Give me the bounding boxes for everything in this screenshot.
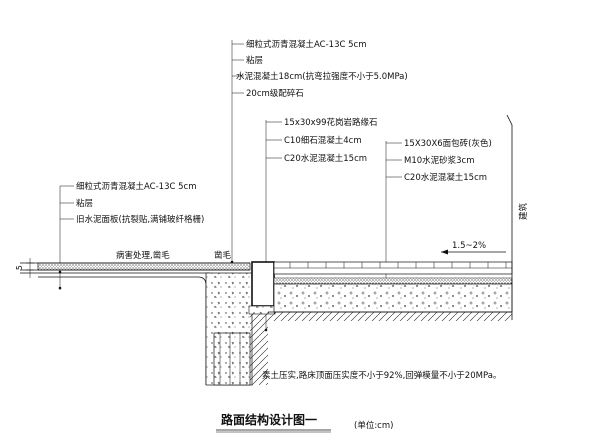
labels-walk: 15X30X6面包砖(灰色) M10水泥砂浆3cm C20水泥混凝土15cm bbox=[404, 138, 492, 183]
label-top-4: 20cm级配碎石 bbox=[246, 88, 304, 99]
labels-left: 细粒式沥青混凝土AC-13C 5cm 粘层 旧水泥面板(抗裂贴,满铺玻纤格栅) bbox=[76, 181, 204, 225]
label-walk-2: M10水泥砂浆3cm bbox=[404, 155, 475, 166]
label-top-1: 细粒式沥青混凝土AC-13C 5cm bbox=[246, 39, 366, 50]
dimension-5cm bbox=[26, 258, 34, 278]
label-curb-2: C10细石混凝土4cm bbox=[284, 135, 362, 146]
diagram-title: 路面结构设计图一 bbox=[221, 412, 317, 427]
label-left-1: 细粒式沥青混凝土AC-13C 5cm bbox=[76, 181, 196, 192]
note-slope: 1.5~2% bbox=[452, 241, 486, 251]
slope-arrow bbox=[441, 249, 506, 255]
leaders-left bbox=[58, 185, 74, 290]
note-building: 建筑 bbox=[518, 202, 529, 220]
note-dim: 5 bbox=[15, 265, 24, 270]
label-top-3: 水泥混凝土18cm(抗弯拉强度不小于5.0MPa) bbox=[236, 71, 408, 82]
note-soil: 素土压实,路床顶面压实度不小于92%,回弹模量不小于20MPa。 bbox=[262, 370, 501, 381]
building-wall bbox=[506, 114, 513, 262]
label-curb-1: 15x30x99花岗岩路缘石 bbox=[284, 117, 378, 128]
label-left-3: 旧水泥面板(抗裂贴,满铺玻纤格栅) bbox=[76, 214, 204, 225]
label-walk-1: 15X30X6面包砖(灰色) bbox=[404, 138, 492, 149]
labels-top: 细粒式沥青混凝土AC-13C 5cm 粘层 水泥混凝土18cm(抗弯拉强度不小于… bbox=[236, 39, 408, 99]
label-top-2: 粘层 bbox=[246, 55, 263, 66]
label-left-2: 粘层 bbox=[76, 198, 93, 209]
note-crack: 病害处理,凿毛 bbox=[116, 250, 170, 261]
note-chisel: 凿毛 bbox=[214, 250, 232, 261]
label-walk-3: C20水泥混凝土15cm bbox=[404, 172, 487, 183]
curb-stone bbox=[248, 261, 276, 315]
leaders-walk bbox=[384, 141, 402, 300]
label-curb-3: C20水泥混凝土15cm bbox=[284, 153, 367, 164]
roadway-structure bbox=[20, 262, 268, 386]
sidewalk-structure bbox=[268, 261, 513, 321]
unit-note: (单位:cm) bbox=[354, 420, 393, 431]
labels-curb: 15x30x99花岗岩路缘石 C10细石混凝土4cm C20水泥混凝土15cm bbox=[284, 117, 378, 164]
